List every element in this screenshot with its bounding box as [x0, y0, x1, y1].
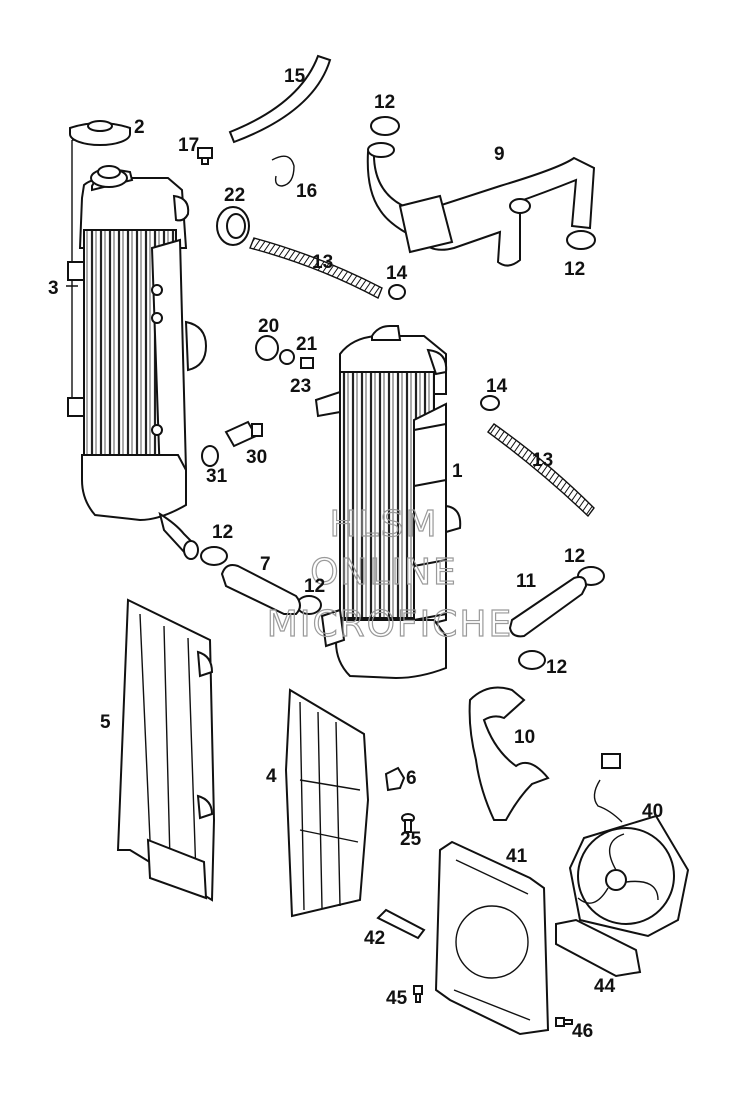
watermark: HLSM ONLINE MICROFICHE: [266, 503, 513, 645]
callout-12-top: 12: [374, 92, 395, 113]
hose-9: [366, 142, 596, 267]
grommet-20: [255, 335, 279, 361]
screw-46: [555, 1017, 573, 1027]
callout-20: 20: [258, 316, 279, 337]
hose-10: [468, 686, 550, 821]
callout-30: 30: [246, 447, 267, 468]
callout-10: 10: [514, 727, 535, 748]
hose-11: [508, 576, 588, 638]
screw-45: [413, 985, 423, 1003]
fan-frame-41: [434, 840, 550, 1036]
callout-labels: 1 2 3 4 5 6 7 9 10 11 12 12 12 12 12 12 …: [48, 66, 663, 1042]
callout-46: 46: [572, 1021, 593, 1042]
foam-strip-42: [376, 908, 426, 940]
callout-14-lower: 14: [486, 376, 508, 397]
callout-1: 1: [452, 461, 463, 482]
clamp-14-upper: [388, 284, 406, 300]
shroud-4: [284, 688, 370, 918]
o-ring-31: [201, 445, 219, 467]
hose-7: [220, 564, 301, 615]
callout-14-upper: 14: [386, 263, 408, 284]
radiator-cap: [69, 120, 131, 146]
callout-12-left: 12: [212, 522, 233, 543]
shroud-5: [116, 598, 216, 902]
callout-5: 5: [100, 712, 111, 733]
watermark-line-2: ONLINE: [310, 552, 458, 593]
callout-45: 45: [386, 988, 408, 1009]
hose-clamp-12: [200, 116, 605, 670]
callout-4: 4: [266, 766, 277, 787]
callout-7: 7: [260, 554, 271, 575]
callout-12-right: 12: [564, 259, 585, 280]
left-radiator: [66, 139, 208, 560]
watermark-line-1: HLSM: [329, 504, 438, 545]
callout-9: 9: [494, 144, 505, 165]
callout-41: 41: [506, 846, 528, 867]
nut-6: [384, 766, 406, 792]
watermark-line-3: MICROFICHE: [267, 604, 513, 645]
washer-21: [279, 349, 295, 365]
hose-15: [228, 54, 332, 144]
temp-switch-30: [224, 420, 263, 448]
callout-12-bottom: 12: [546, 657, 567, 678]
callout-42: 42: [364, 928, 385, 949]
screw-17: [197, 147, 213, 165]
screw-25: [401, 813, 415, 833]
callout-6: 6: [406, 768, 417, 789]
seal-22: [216, 206, 250, 246]
vent-hose-13-lower: [487, 423, 595, 518]
callout-17: 17: [178, 135, 199, 156]
callout-12-lower-right: 12: [564, 546, 585, 567]
callout-13-upper: 13: [312, 252, 333, 273]
callout-40: 40: [642, 801, 663, 822]
callout-11: 11: [516, 571, 537, 592]
callout-13-lower: 13: [532, 450, 553, 471]
callout-15: 15: [284, 66, 306, 87]
callout-21: 21: [296, 334, 318, 355]
callout-23: 23: [290, 376, 311, 397]
callout-16: 16: [296, 181, 317, 202]
callout-22: 22: [224, 185, 245, 206]
callout-12-mid: 12: [304, 576, 325, 597]
right-radiator: [314, 325, 462, 680]
plate-44: [555, 918, 642, 978]
wire-clip-16: [271, 155, 295, 187]
clamp-14-lower: [480, 395, 500, 411]
callout-31: 31: [206, 466, 228, 487]
callout-3: 3: [48, 278, 59, 299]
callout-2: 2: [134, 117, 145, 138]
callout-44: 44: [594, 976, 616, 997]
callout-25: 25: [400, 829, 422, 850]
vent-hose-13-upper: [249, 237, 383, 299]
cooling-fan-40: [568, 753, 690, 938]
screw-23: [300, 357, 314, 369]
